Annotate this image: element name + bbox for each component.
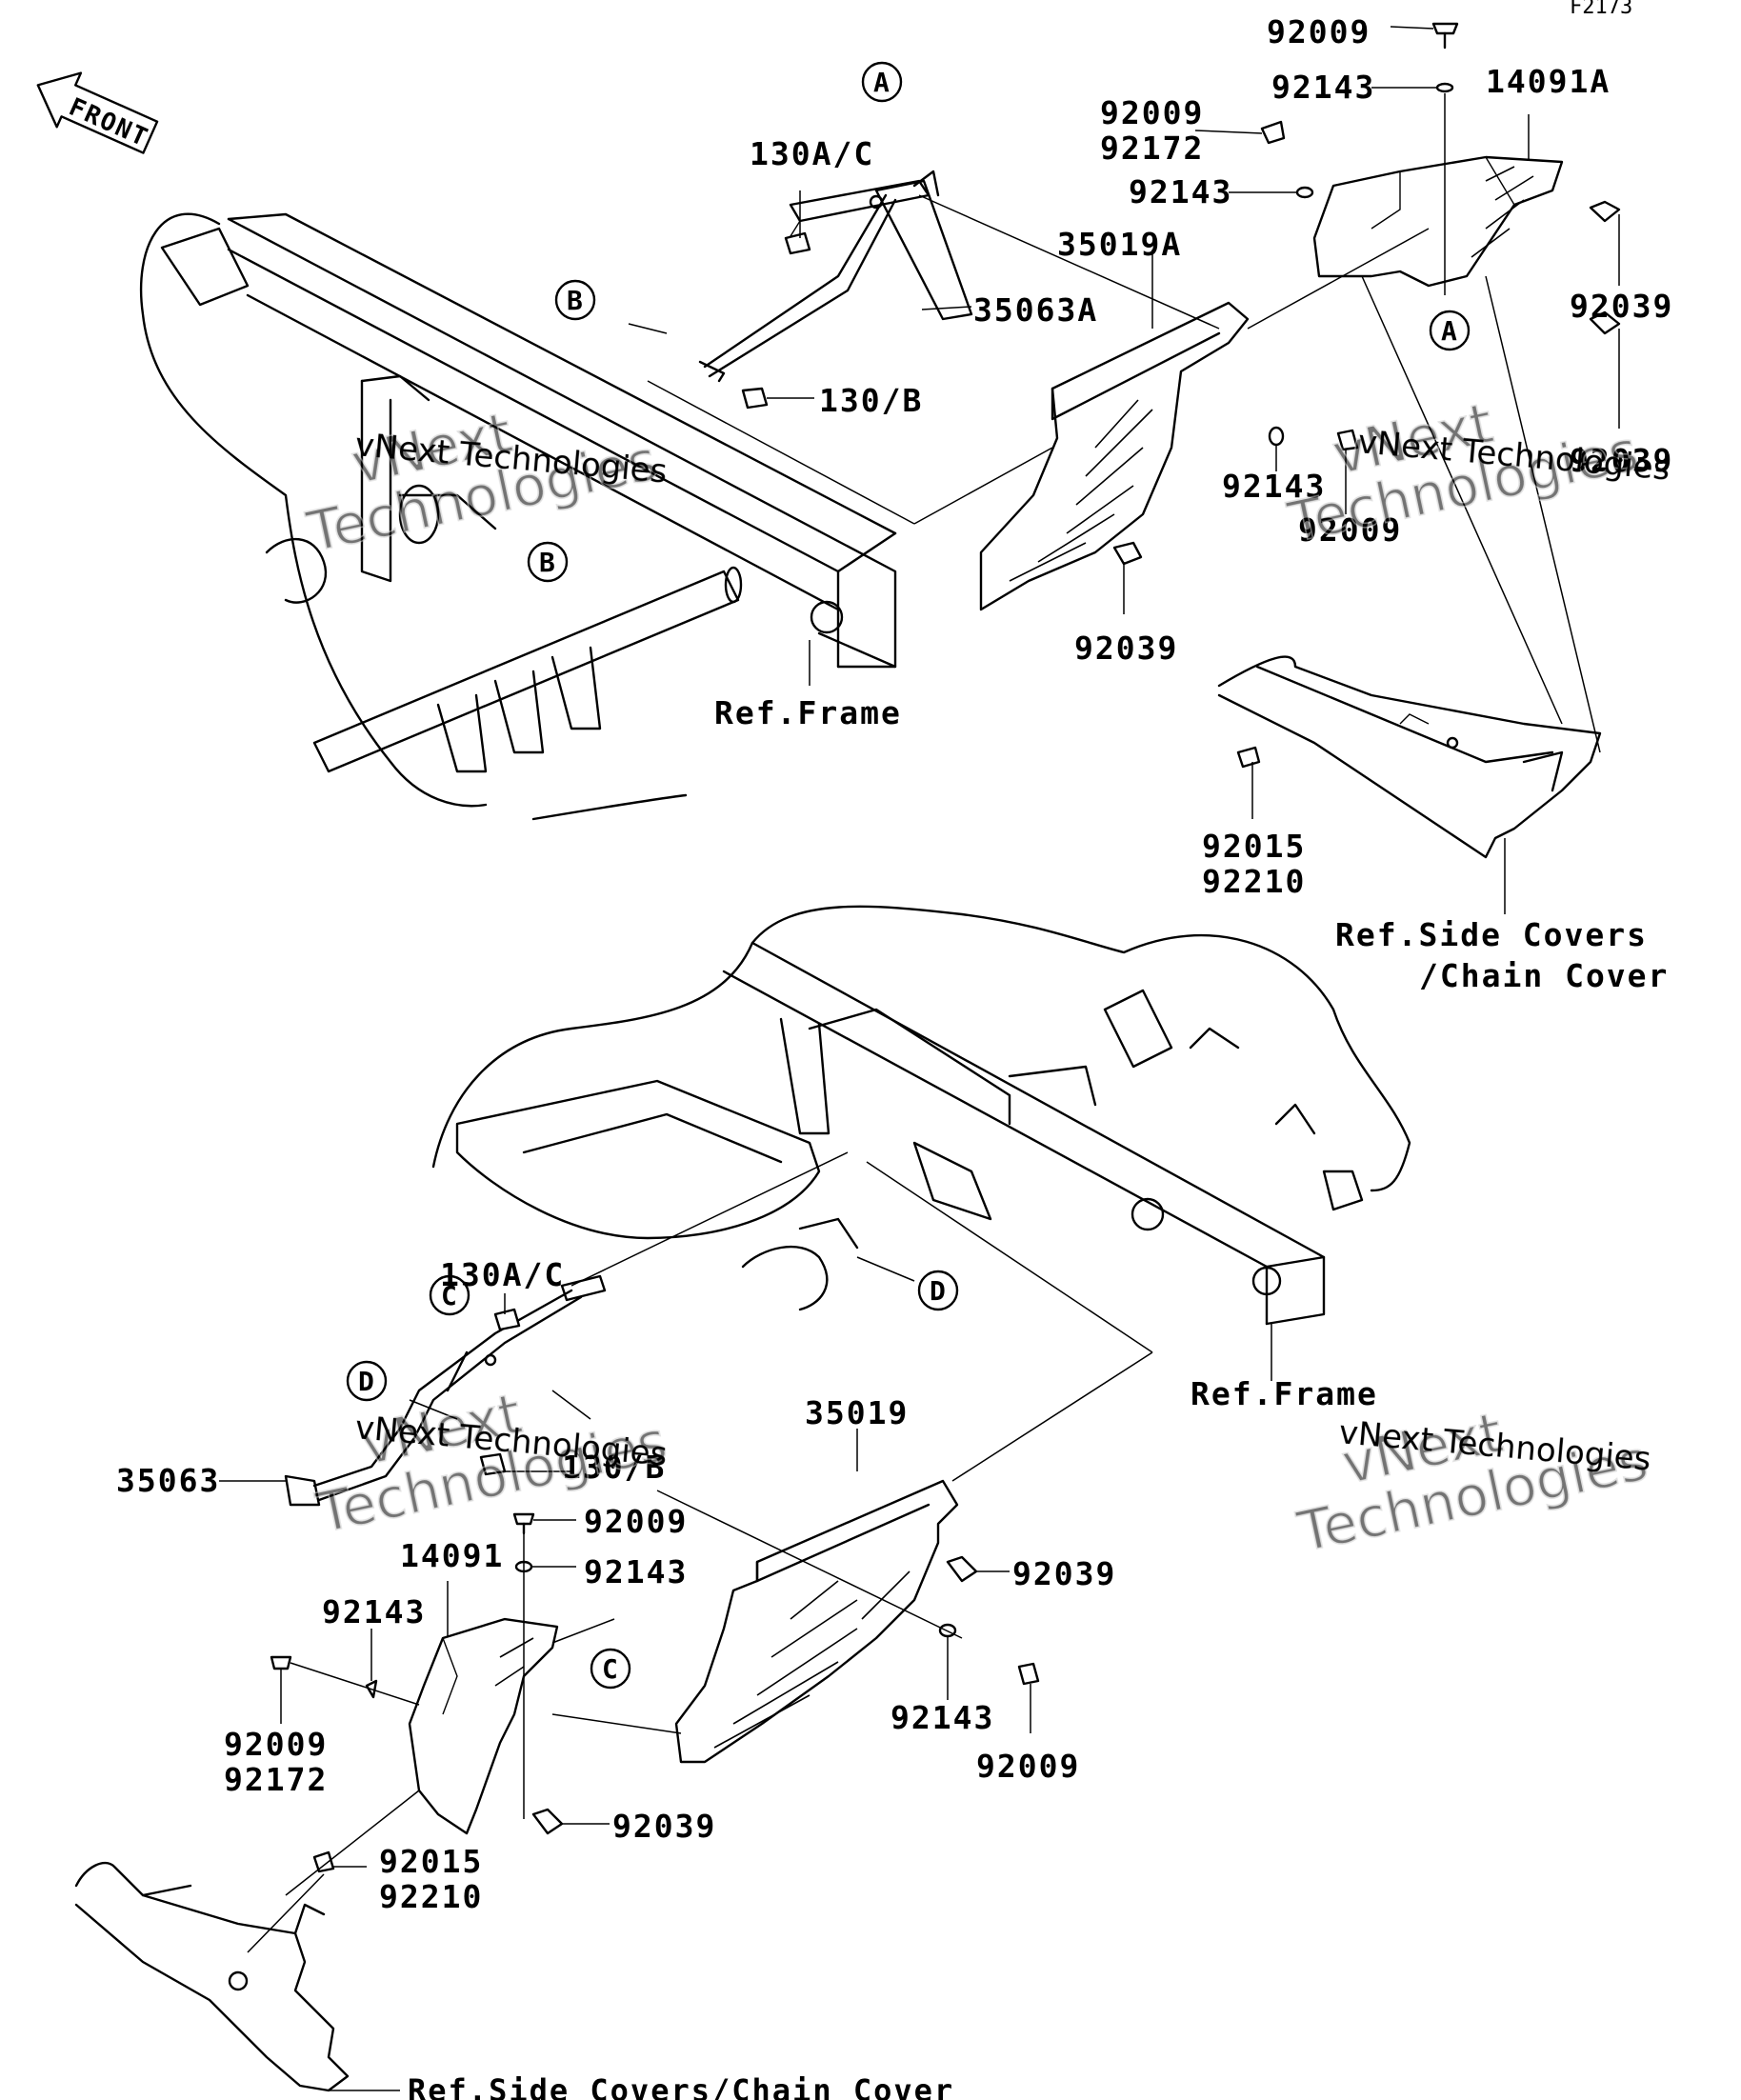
clip-92039-icon-3 [1112, 541, 1143, 566]
label-130b-bottom: 130/B [562, 1449, 666, 1486]
label-14091a: 14091A [1486, 63, 1611, 100]
marker-c-bottom-2: C [590, 1648, 631, 1690]
label-92009-bottom-1: 92009 [584, 1503, 688, 1540]
clip-92039-icon [1589, 200, 1621, 223]
label-130ac-top: 130A/C [750, 135, 874, 172]
label-ref-side-covers-bottom: Ref.Side Covers/Chain Cover [408, 2072, 954, 2100]
label-ref-frame-bottom: Ref.Frame [1191, 1375, 1378, 1412]
bolt-92009-icon-2 [1260, 120, 1286, 145]
label-92143-top: 92143 [1271, 69, 1375, 106]
label-35063: 35063 [116, 1462, 220, 1499]
label-130ac-bottom: 130A/C [440, 1256, 565, 1293]
fasteners-bottom [270, 1308, 1040, 1873]
label-92009-bottom-3: 92009 [976, 1748, 1080, 1785]
washer-92143-icon-3 [1268, 426, 1285, 447]
side-cover-bottom-drawing [74, 1861, 350, 2092]
svg-text:B: B [567, 285, 583, 316]
label-92039-top-3: 92039 [1074, 630, 1178, 667]
chain-guard-35019-drawing [674, 1479, 959, 1764]
marker-a-top-2: A [1429, 310, 1471, 351]
bottom-frame-drawing [431, 905, 1411, 1326]
chain-cover-14091a-drawing [1312, 155, 1564, 288]
label-92015-bottom: 92015 [379, 1843, 483, 1880]
chain-guard-35019a-drawing [979, 301, 1250, 611]
clip-92039-icon-2 [1589, 310, 1621, 335]
label-92039-bottom-2: 92039 [612, 1808, 716, 1845]
svg-text:D: D [930, 1275, 946, 1307]
label-92015-top: 92015 [1202, 828, 1306, 865]
bolt-130ac-icon [784, 231, 811, 255]
label-92039-top-1: 92039 [1570, 288, 1673, 325]
label-92009-top: 92009 [1267, 13, 1371, 50]
marker-d-bottom-2: D [346, 1360, 388, 1402]
bolt-92009-bottom-icon-2 [270, 1655, 292, 1670]
leader-lines-bottom [219, 1151, 1272, 2091]
bolt-130ac-bottom-icon [493, 1308, 521, 1331]
bolt-92009-bottom-icon-3 [1017, 1662, 1040, 1686]
svg-text:A: A [1441, 315, 1457, 347]
front-arrow-icon: FRONT [36, 71, 159, 154]
chain-cover-14091-drawing [408, 1617, 559, 1835]
marker-b-top-1: B [554, 279, 596, 321]
label-92009-top-3: 92009 [1298, 511, 1402, 549]
label-92143-top-2: 92143 [1129, 173, 1232, 210]
circle-markers-top: A B B A [527, 61, 1471, 583]
bolt-130b-icon [741, 387, 769, 410]
nut-92015-icon [1236, 746, 1261, 769]
label-35063a: 35063A [973, 291, 1098, 329]
fasteners-top [741, 22, 1621, 769]
marker-b-top-2: B [527, 541, 569, 583]
labels-bottom: 130A/C Ref.Frame 35019 130/B 35063 92009… [116, 1256, 1378, 2100]
label-92143-top-3: 92143 [1222, 468, 1326, 505]
label-92143-bottom-1: 92143 [584, 1553, 688, 1590]
clip-92039-bottom-icon-2 [946, 1555, 978, 1583]
svg-text:C: C [602, 1653, 618, 1685]
circle-markers-bottom: C D D C [346, 1270, 959, 1690]
marker-a-top-1: A [861, 61, 903, 103]
label-92143-bottom-3: 92143 [891, 1699, 994, 1736]
label-14091: 14091 [400, 1537, 504, 1574]
label-ref-side-covers-top-2: /Chain Cover [1419, 957, 1669, 994]
side-cover-top-drawing [1217, 655, 1602, 859]
top-frame-drawing [139, 212, 897, 821]
marker-c-bottom-1: C [429, 1274, 470, 1316]
label-ref-side-covers-top-1: Ref.Side Covers [1335, 916, 1648, 953]
labels-top: 92009 92143 14091A 92009 92172 92143 350… [714, 13, 1673, 994]
bolt-92009-bottom-icon [512, 1512, 535, 1526]
label-ref-frame-top: Ref.Frame [714, 694, 902, 731]
leader-lines-top [628, 26, 1620, 914]
washer-92143-icon-2 [1295, 186, 1314, 199]
label-92009-bottom-2: 92009 [224, 1726, 328, 1763]
label-92143-bottom-2: 92143 [322, 1593, 426, 1630]
label-92039-top-2: 92039 [1570, 442, 1673, 479]
label-35019: 35019 [805, 1394, 909, 1431]
svg-text:B: B [539, 547, 555, 578]
label-92172-bottom: 92172 [224, 1761, 328, 1798]
label-130b-top: 130/B [819, 382, 923, 419]
label-35019a: 35019A [1057, 226, 1182, 263]
bolt-92009-icon-3 [1336, 429, 1359, 451]
svg-text:A: A [873, 67, 890, 98]
label-92009-top-2: 92009 [1100, 94, 1204, 131]
figure-code: F2173 [1570, 0, 1632, 19]
svg-text:D: D [358, 1366, 374, 1397]
clip-92039-bottom-icon [531, 1808, 564, 1835]
bolt-92009-icon [1431, 22, 1459, 35]
label-92210-bottom: 92210 [379, 1878, 483, 1915]
bracket-35063a-drawing [698, 170, 973, 383]
marker-d-bottom-1: D [917, 1270, 959, 1311]
label-92210-top: 92210 [1202, 863, 1306, 900]
label-92172-top: 92172 [1100, 130, 1204, 167]
washer-92143-icon [1435, 82, 1454, 93]
svg-text:C: C [441, 1280, 457, 1311]
nut-92015-bottom-icon [312, 1850, 335, 1873]
label-92039-bottom-1: 92039 [1012, 1555, 1116, 1592]
